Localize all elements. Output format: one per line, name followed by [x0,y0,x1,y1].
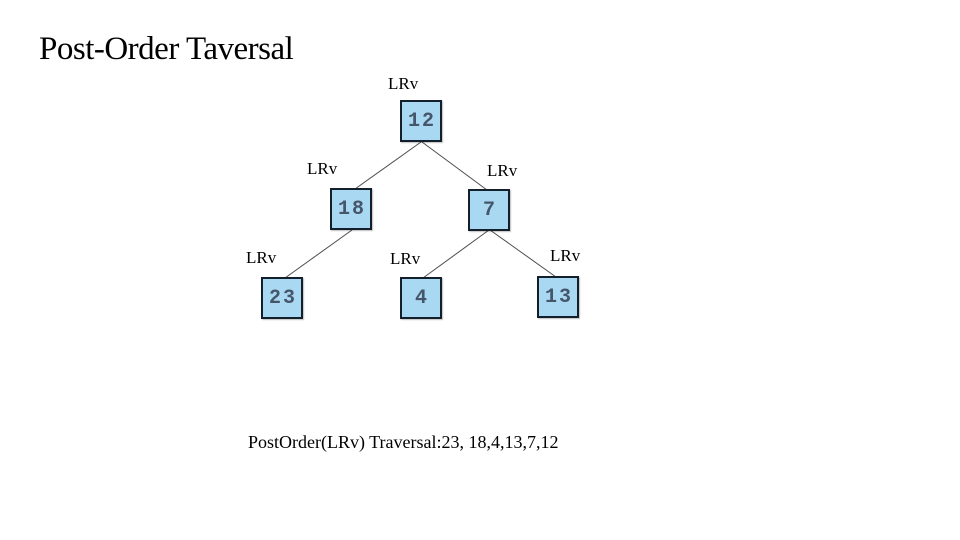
tree-node-7: 7 [468,189,510,231]
lrv-label-node-13: LRv [550,246,581,265]
edge-12-7 [421,141,488,191]
tree-node-12: 12 [400,100,442,142]
traversal-result-caption: PostOrder(LRv) Traversal:23, 18,4,13,7,1… [248,432,559,452]
slide-title: Post-Order Taversal [39,31,294,67]
tree-node-value: 13 [544,285,573,309]
lrv-label-node-18: LRv [307,159,338,178]
tree-node-18: 18 [330,188,372,230]
edge-18-23 [284,229,353,279]
lrv-label-node-7: LRv [487,161,518,180]
tree-node-value: 23 [268,286,297,310]
tree-node-value: 18 [337,197,366,221]
tree-node-23: 23 [261,277,303,319]
lrv-label-node-23: LRv [246,248,277,267]
tree-node-value: 7 [482,198,497,222]
lrv-label-node-4: LRv [390,249,421,268]
edge-12-18 [354,141,422,190]
tree-node-4: 4 [400,277,442,319]
tree-node-value: 4 [414,286,429,310]
edge-7-4 [422,229,490,279]
lrv-label-node-12: LRv [388,74,419,93]
edge-7-13 [489,229,557,278]
tree-node-value: 12 [407,109,436,133]
tree-node-13: 13 [537,276,579,318]
